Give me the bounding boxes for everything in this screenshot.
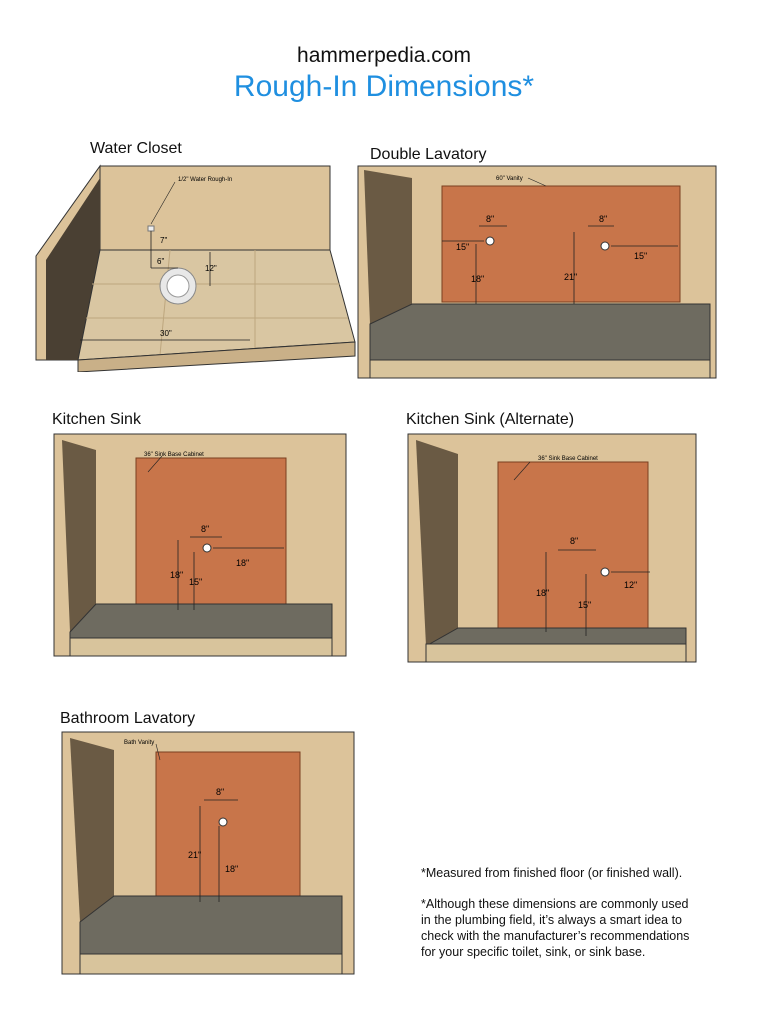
ksa-dim-drain-offset: 12" <box>624 580 637 590</box>
ks-dim-supply-height: 18" <box>170 570 183 580</box>
dl-dim-left-offset: 15" <box>456 242 469 252</box>
water-closet-figure: 7" 6" 12" 30" 1/2" Water Rough-In <box>30 160 360 372</box>
double-lavatory-label: Double Lavatory <box>370 146 487 163</box>
bathroom-lavatory-label: Bathroom Lavatory <box>60 710 196 727</box>
site-name: hammerpedia.com <box>297 44 471 67</box>
note-measured: *Measured from finished floor (or finish… <box>421 866 683 880</box>
kitchen-sink-label: Kitchen Sink <box>52 411 141 428</box>
water-closet-label: Water Closet <box>90 140 182 157</box>
double-lavatory-figure: 60" Vanity 8" 15" 18" 8" 15" 21" <box>356 164 720 382</box>
kitchen-sink-alt-figure: 36" Sink Base Cabinet 8" 18" 15" 12" <box>406 432 698 664</box>
bl-callout: Bath Vanity <box>124 740 154 746</box>
kitchen-sink-alt-label: Kitchen Sink (Alternate) <box>406 411 575 428</box>
note-disclaimer: *Although these dimensions are commonly … <box>421 896 689 960</box>
ksa-dim-drain-height: 15" <box>578 600 591 610</box>
wc-dim-height: 7" <box>160 236 167 245</box>
ksa-dim-spacing: 8" <box>570 536 578 546</box>
ks-callout: 36" Sink Base Cabinet <box>144 452 204 458</box>
bl-dim-spacing: 8" <box>216 787 224 797</box>
note-line: for your specific toilet, sink, or sink … <box>421 945 646 959</box>
wc-dim-depth: 12" <box>205 264 217 273</box>
dl-dim-right-height: 21" <box>564 272 577 282</box>
note-line: check with the manufacturer’s recommenda… <box>421 929 690 943</box>
ks-dim-drain-height: 15" <box>189 577 202 587</box>
ksa-dim-supply-height: 18" <box>536 588 549 598</box>
dl-dim-right-spacing: 8" <box>599 214 607 224</box>
wc-dim-width: 30" <box>160 329 172 338</box>
bathroom-lavatory-figure: Bath Vanity 8" 21" 18" <box>60 730 356 976</box>
note-line: in the plumbing field, it’s always a sma… <box>421 913 683 927</box>
note-line: *Although these dimensions are commonly … <box>421 897 689 911</box>
ksa-callout: 36" Sink Base Cabinet <box>538 456 598 462</box>
dl-dim-left-spacing: 8" <box>486 214 494 224</box>
ks-dim-drain-offset: 18" <box>236 558 249 568</box>
bl-dim-drain-height: 18" <box>225 864 238 874</box>
wc-callout: 1/2" Water Rough-In <box>178 177 232 183</box>
dl-dim-right-offset: 15" <box>634 251 647 261</box>
wc-dim-offset: 6" <box>157 257 164 266</box>
dl-callout: 60" Vanity <box>496 176 523 182</box>
bl-dim-supply-height: 21" <box>188 850 201 860</box>
ks-dim-spacing: 8" <box>201 524 209 534</box>
kitchen-sink-figure: 36" Sink Base Cabinet 8" 18" 15" 18" <box>52 432 348 658</box>
dl-dim-left-height: 18" <box>471 274 484 284</box>
page-title: Rough-In Dimensions* <box>233 70 535 103</box>
